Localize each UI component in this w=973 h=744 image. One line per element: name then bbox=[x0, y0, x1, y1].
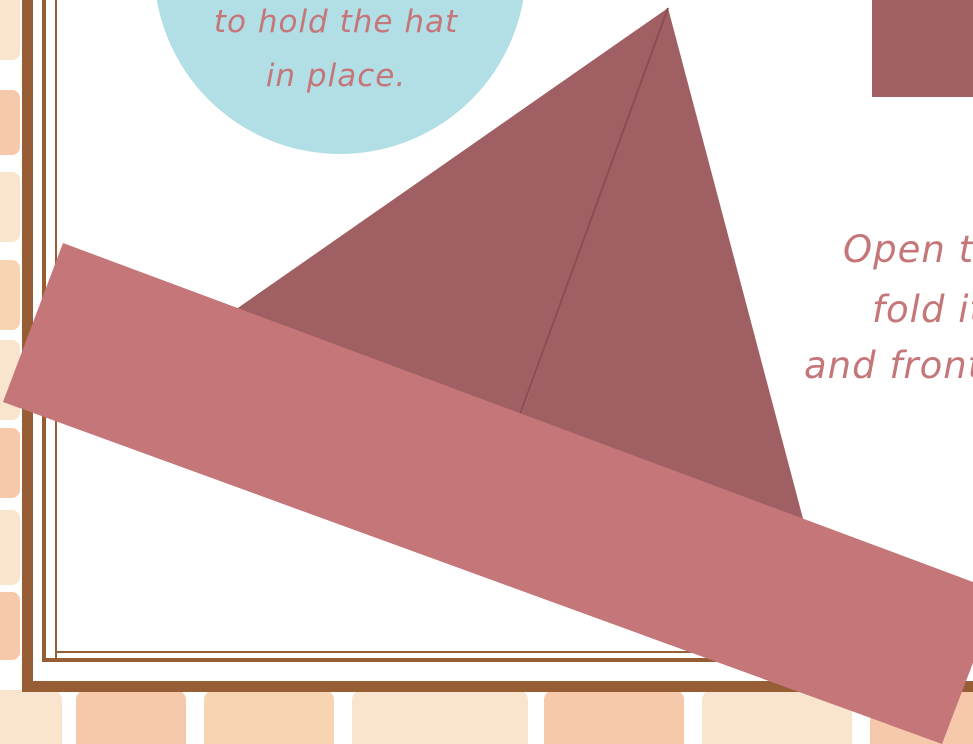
left-tile-border bbox=[0, 0, 20, 660]
instruction-text: Open the fold it u and front. bbox=[804, 228, 973, 387]
tile bbox=[0, 0, 20, 60]
tile bbox=[544, 690, 684, 744]
tile bbox=[204, 690, 334, 744]
tile bbox=[0, 428, 20, 498]
tile bbox=[0, 90, 20, 155]
tile bbox=[352, 690, 528, 744]
tip-circle: to hold the hat in place. bbox=[154, 0, 526, 154]
tile bbox=[0, 172, 20, 242]
tile bbox=[76, 690, 186, 744]
tile bbox=[0, 510, 20, 585]
square-swatch bbox=[872, 0, 973, 97]
tip-text-line1: to hold the hat bbox=[214, 4, 459, 40]
instruction-line3: and front. bbox=[804, 344, 973, 387]
tip-text-line2: in place. bbox=[266, 58, 406, 94]
tile bbox=[0, 260, 20, 330]
instruction-line1: Open the bbox=[843, 228, 973, 271]
tile bbox=[0, 592, 20, 660]
instruction-line2: fold it u bbox=[872, 288, 973, 331]
tile bbox=[0, 690, 62, 744]
